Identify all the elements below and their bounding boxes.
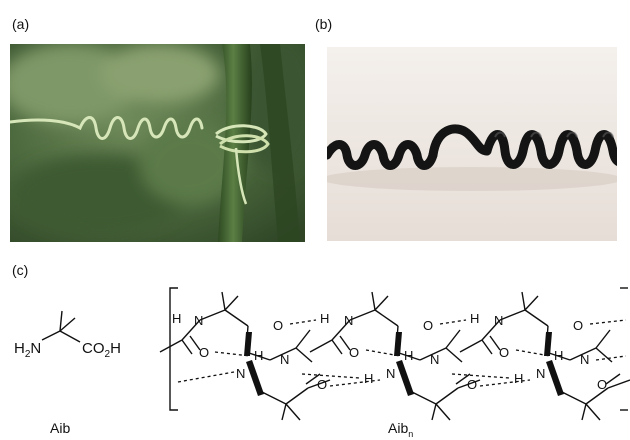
aibn-text: Aib	[388, 420, 409, 436]
atom-o: O	[573, 318, 584, 333]
atom-h: H	[320, 311, 330, 326]
panel-label-b: (b)	[315, 16, 333, 32]
acid-sub: 2	[104, 349, 111, 360]
atom-n: N	[236, 366, 246, 381]
atom-n: N	[344, 313, 354, 328]
atom-n: N	[580, 352, 590, 367]
amine-n: N	[30, 340, 42, 357]
atom-h: H	[514, 371, 524, 386]
atom-o: O	[349, 345, 360, 360]
atom-n: N	[430, 352, 440, 367]
aibn-caption: Aibn	[388, 420, 413, 439]
atom-h: H	[554, 348, 564, 363]
atom-h: H	[470, 311, 480, 326]
atom-n: N	[280, 352, 290, 367]
aib-structure-diagram	[41, 287, 630, 421]
atom-o: O	[597, 377, 608, 392]
atom-n: N	[386, 366, 396, 381]
coiled-cord-photo	[327, 47, 617, 241]
atom-o: O	[273, 318, 284, 333]
panel-label-c: (c)	[12, 262, 29, 278]
acid-label: CO2H	[82, 340, 121, 360]
atom-n: N	[194, 313, 204, 328]
atom-h: H	[172, 311, 182, 326]
atom-o: O	[467, 377, 478, 392]
atom-h: H	[254, 348, 264, 363]
panel-label-a: (a)	[12, 16, 30, 32]
acid-h: H	[110, 340, 121, 357]
acid-co: CO	[82, 340, 105, 357]
amine-sub: 2	[24, 349, 31, 360]
amine-label: H2N	[14, 340, 41, 360]
aibn-subscript: n	[408, 428, 414, 439]
aib-caption: Aib	[50, 420, 71, 436]
atom-o: O	[317, 377, 328, 392]
atom-n: N	[536, 366, 546, 381]
atom-o: O	[423, 318, 434, 333]
amine-h: H	[14, 340, 25, 357]
atom-h: H	[364, 371, 374, 386]
atom-h: H	[404, 348, 414, 363]
atom-o: O	[199, 345, 210, 360]
atom-o: O	[499, 345, 510, 360]
atom-n: N	[494, 313, 504, 328]
tendril-photo	[10, 44, 305, 242]
